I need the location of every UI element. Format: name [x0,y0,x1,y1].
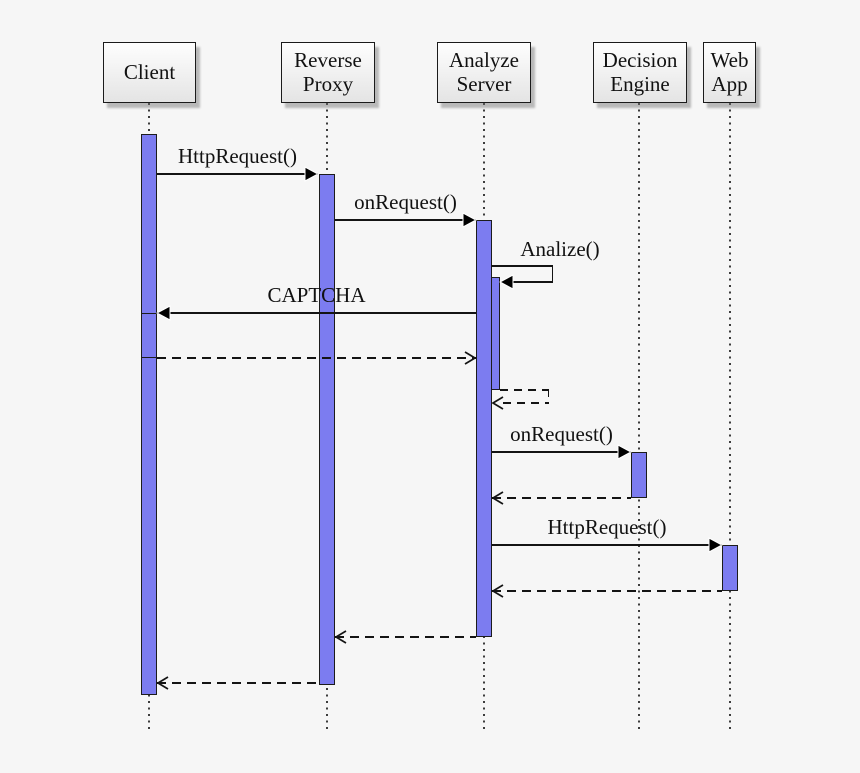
filled-arrowhead-left-icon [499,274,514,290]
return-line [157,682,318,684]
self-call-right-line [551,265,553,282]
filled-arrowhead-right-icon [617,444,632,460]
open-arrowhead-left-icon [334,630,347,644]
return-line [492,497,631,499]
open-arrowhead-left-icon [491,584,504,598]
message-line [157,312,476,314]
open-arrowhead-left-icon [491,491,504,505]
actor-label-web-app: Web App [710,48,749,96]
filled-arrowhead-right-icon [462,212,477,228]
message-line [492,451,631,453]
filled-arrowhead-right-icon [304,166,319,182]
message-line [157,173,318,175]
open-arrowhead-right-icon [464,351,477,365]
activation-bar-analyze-server [476,220,492,637]
message-line [492,544,722,546]
actor-label-client: Client [123,59,176,84]
activation-bar-client-nested [141,313,157,358]
lifeline-decision-engine [638,103,640,730]
message-label: HttpRequest() [547,515,667,539]
open-arrowhead-left-icon [491,396,504,410]
actor-label-reverse-proxy: Reverse Proxy [294,48,362,96]
self-return-bottom-line [503,402,549,404]
return-line [157,357,476,359]
self-call-top-line [491,265,553,267]
return-line [335,636,476,638]
activation-bar-web-app [722,545,738,591]
message-label: CAPTCHA [267,283,366,307]
self-return-right-line [547,389,549,403]
actor-box-analyze-server: Analyze Server [437,42,531,103]
return-line [492,590,722,592]
self-return-top-line [500,389,549,391]
activation-bar-client [141,134,157,695]
actor-box-decision-engine: Decision Engine [593,42,687,103]
lifeline-web-app [729,103,731,730]
filled-arrowhead-left-icon [156,305,171,321]
message-label: onRequest() [354,190,457,214]
activation-bar-decision-engine [631,452,647,498]
activation-bar-analyze-nested [491,277,500,390]
actor-box-web-app: Web App [703,42,756,103]
message-label: onRequest() [510,422,613,446]
actor-box-client: Client [103,42,196,103]
message-label: HttpRequest() [178,144,297,168]
actor-box-reverse-proxy: Reverse Proxy [281,42,375,103]
message-label-analize-self: Analize() [520,237,600,261]
actor-label-analyze-server: Analyze Server [449,48,519,96]
actor-label-decision-engine: Decision Engine [602,48,678,96]
filled-arrowhead-right-icon [708,537,723,553]
message-line [335,219,476,221]
activation-bar-reverse-proxy [319,174,335,685]
self-call-bottom-line [501,281,553,283]
open-arrowhead-left-icon [156,676,169,690]
